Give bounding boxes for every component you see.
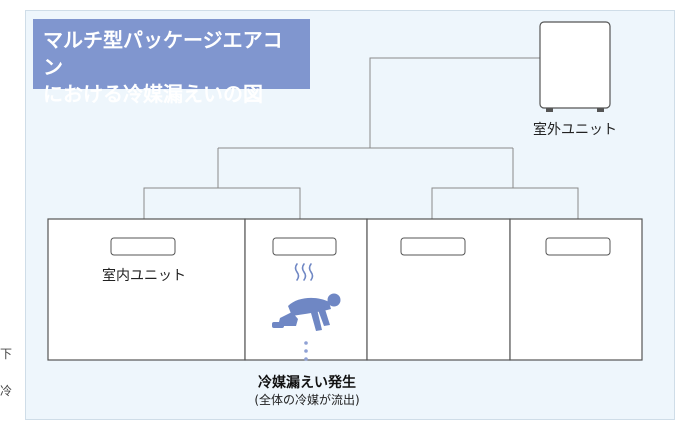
person-crawling-icon (272, 293, 341, 331)
outdoor-unit-label: 室外ユニット (533, 121, 617, 138)
indoor-unit-2 (272, 237, 337, 256)
indoor-unit-1 (110, 237, 176, 256)
title-line-1: マルチ型パッケージエアコン (43, 28, 283, 79)
indoor-unit-3 (400, 237, 466, 256)
gas-leak-icon (294, 263, 314, 281)
indoor-units (110, 237, 611, 256)
indoor-unit-4 (545, 237, 611, 256)
leak-drops (304, 341, 308, 361)
diagram-title: マルチ型パッケージエアコン における冷媒漏えいの図 (33, 19, 310, 106)
rooms (47, 218, 643, 361)
indoor-unit-label: 室内ユニット (102, 267, 186, 284)
leak-subtitle: (全体の冷媒が流出) (254, 392, 359, 407)
outdoor-unit: 室外ユニット (533, 21, 617, 138)
title-line-2: における冷媒漏えいの図 (43, 82, 263, 106)
edge-char-1: 下 (0, 347, 13, 361)
refrigerant-piping (143, 57, 579, 238)
edge-char-2: 冷 (0, 384, 13, 398)
leak-title: 冷媒漏えい発生 (258, 374, 356, 391)
